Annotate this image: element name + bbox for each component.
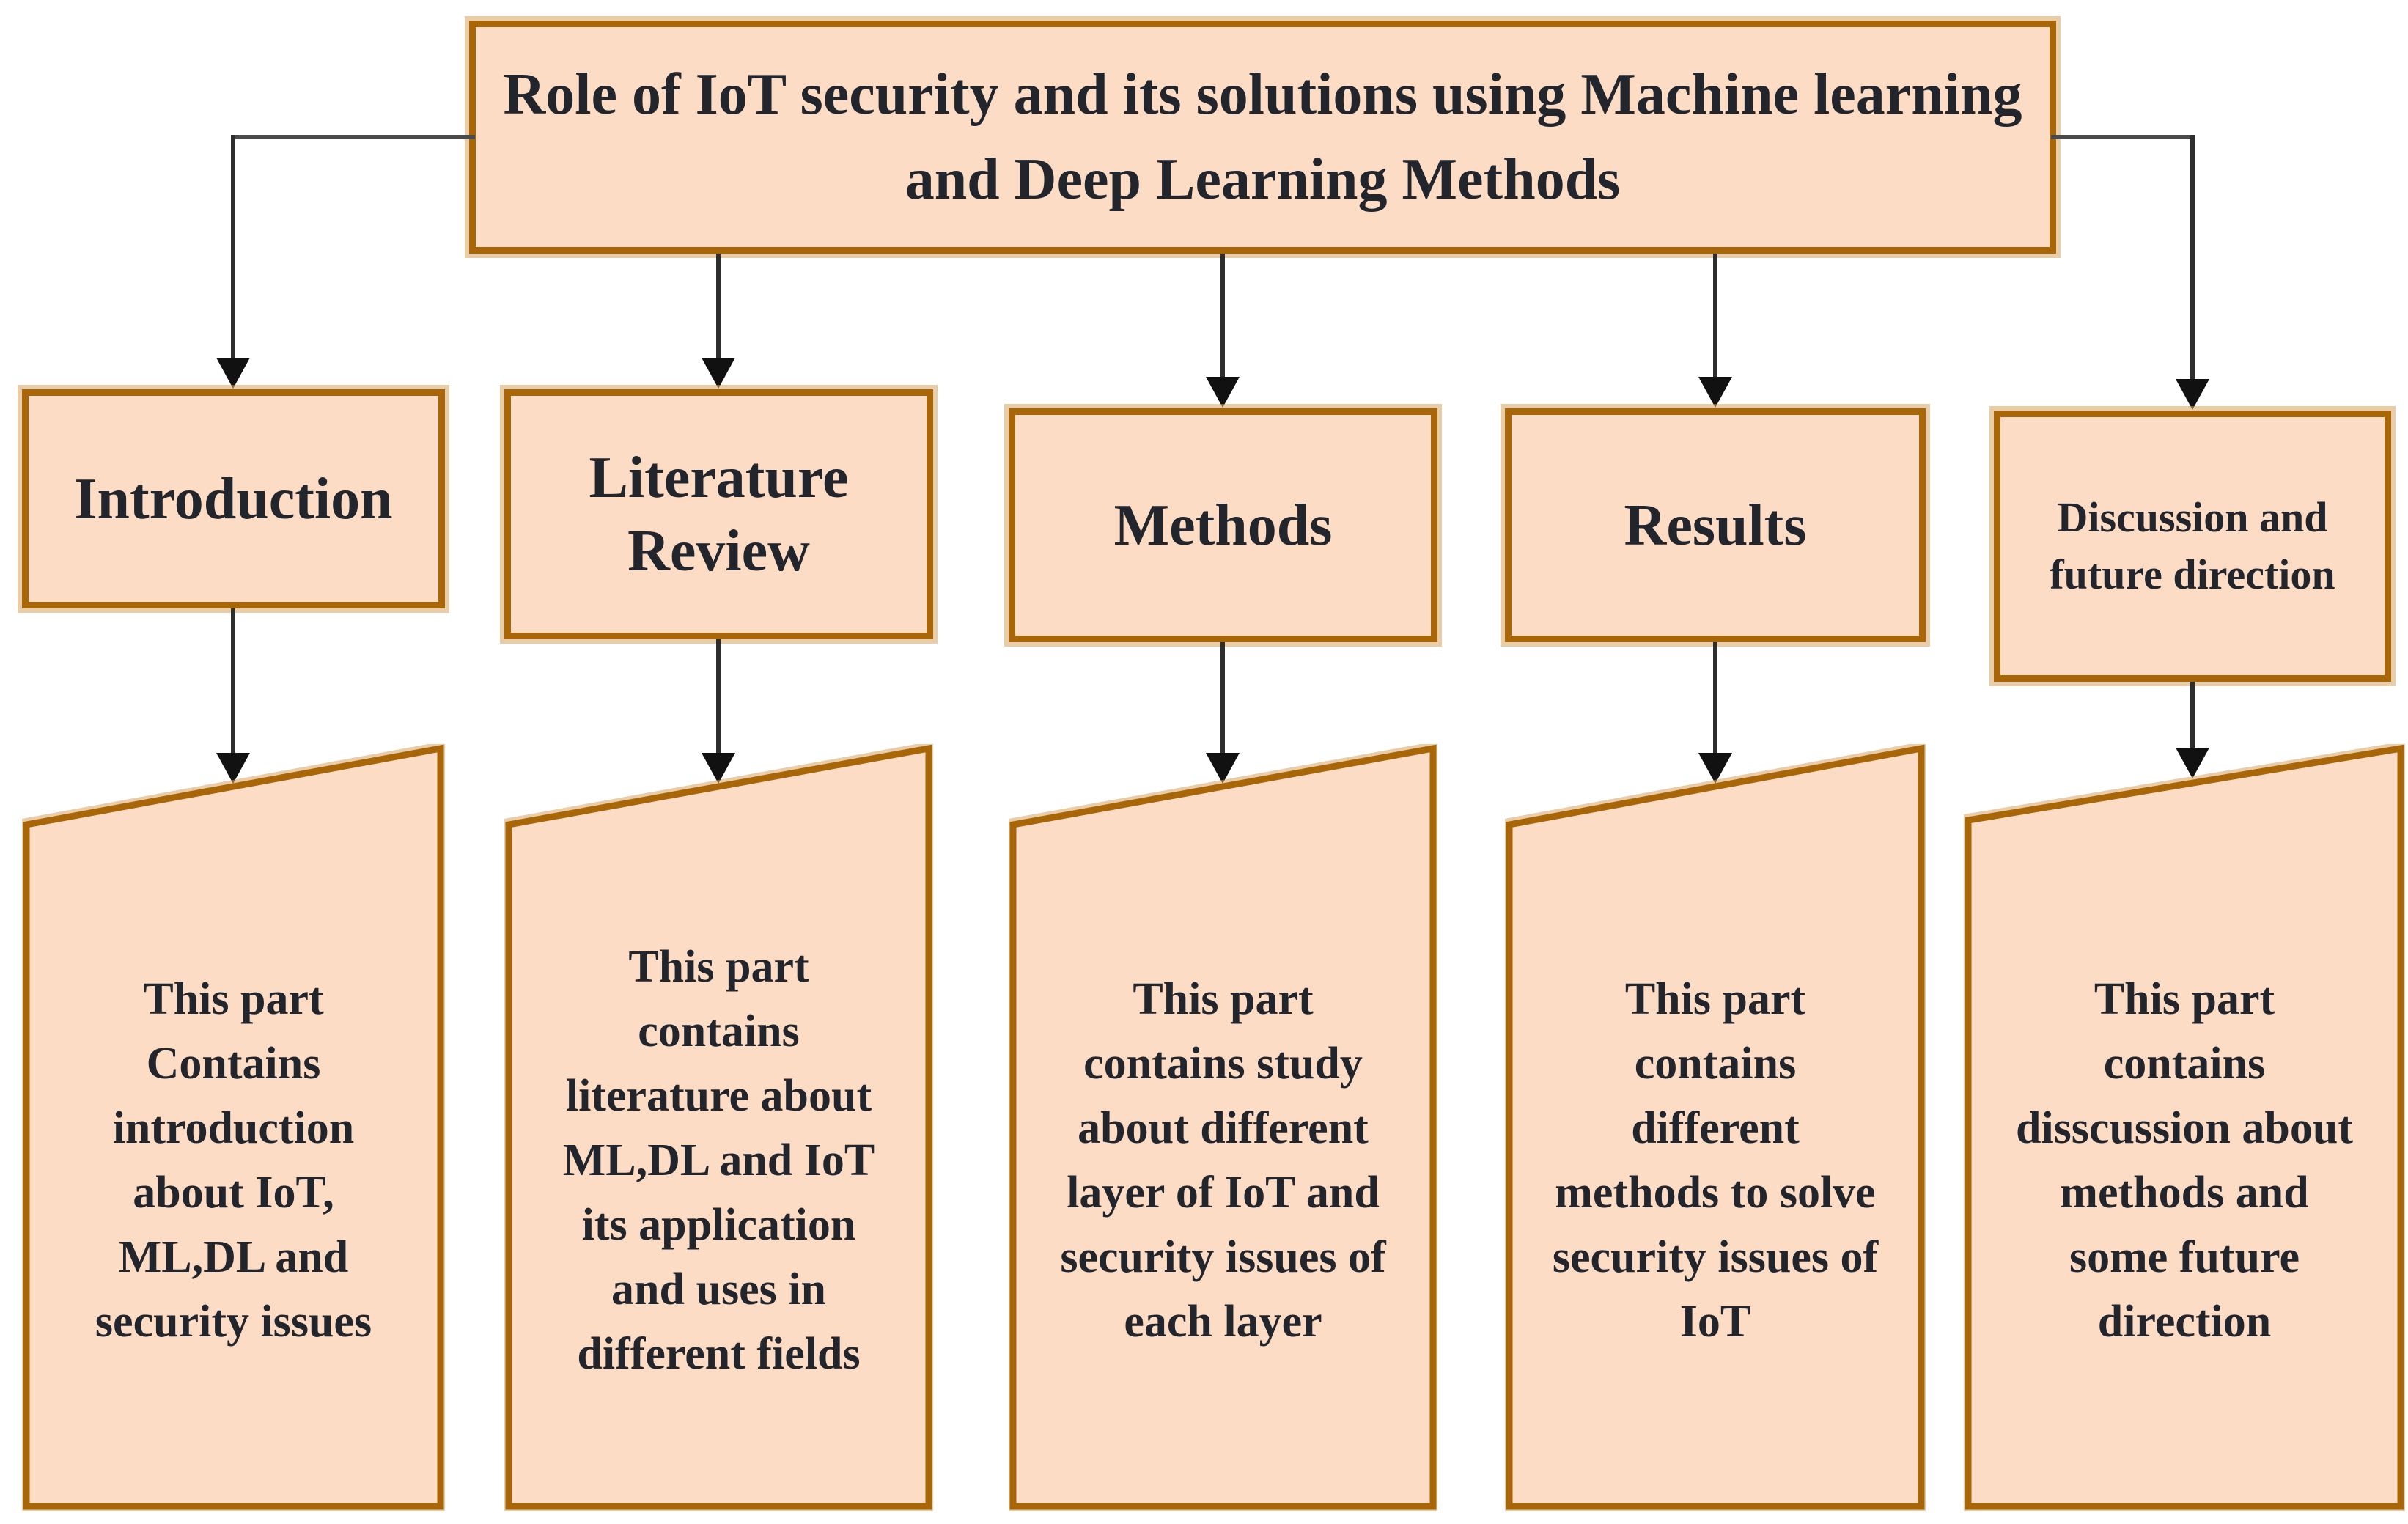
connector-discussion-to-card-vline (2190, 682, 2195, 749)
arrowhead-down-icon (702, 358, 735, 389)
connector-introduction-to-card-vline (231, 608, 235, 755)
node-literature-review: Literature Review (504, 389, 933, 639)
card-shape (22, 744, 445, 1511)
card-methods-description: This part contains study about different… (1060, 973, 1386, 1347)
node-discussion: Discussion and future direction (1994, 411, 2391, 682)
node-root: Role of IoT security and its solutions u… (469, 21, 2056, 254)
node-results: Results (1505, 408, 1926, 642)
card-shape (504, 744, 933, 1511)
card-shape (1009, 744, 1437, 1511)
arrowhead-down-icon (2176, 379, 2209, 410)
node-introduction: Introduction (22, 389, 445, 608)
node-introduction-label: Introduction (74, 466, 393, 531)
node-literature-review-label: Literature Review (589, 445, 849, 584)
connector-methods-to-card-vline (1220, 642, 1225, 755)
card-introduction: This part Contains introduction about Io… (22, 744, 445, 1511)
connector-root-to-literature-review-vline (716, 254, 721, 359)
card-shape (1964, 744, 2405, 1511)
card-literature-review: This part contains literature about ML,D… (504, 744, 933, 1511)
connector-root-to-introduction-vline (231, 135, 235, 359)
node-results-label: Results (1624, 493, 1807, 558)
node-methods-label: Methods (1113, 493, 1333, 558)
connector-root-to-methods-vline (1220, 254, 1225, 378)
card-introduction-description: This part Contains introduction about Io… (95, 973, 372, 1347)
card-methods: This part contains study about different… (1009, 744, 1437, 1511)
connector-root-to-discussion-vline (2190, 135, 2195, 380)
card-results-description: This part contains different methods to … (1552, 973, 1879, 1347)
connector-root-to-introduction-hline (232, 135, 475, 139)
arrowhead-down-icon (2176, 748, 2209, 778)
card-literature-review-description: This part contains literature about ML,D… (562, 941, 875, 1380)
arrowhead-down-icon (1698, 377, 1732, 408)
connector-literature-review-to-card-vline (716, 639, 721, 755)
arrowhead-down-icon (216, 358, 250, 389)
node-discussion-label: Discussion and future direction (2050, 493, 2335, 598)
connector-results-to-card-vline (1713, 642, 1717, 755)
node-methods: Methods (1009, 408, 1437, 642)
node-root-label: Role of IoT security and its solutions u… (503, 62, 2022, 212)
card-shape (1505, 744, 1926, 1511)
card-discussion: This part contains disscussion about met… (1964, 744, 2405, 1511)
card-results: This part contains different methods to … (1505, 744, 1926, 1511)
connector-root-to-discussion-hline (2051, 135, 2195, 139)
arrowhead-down-icon (1206, 377, 1240, 408)
card-discussion-description: This part contains disscussion about met… (2015, 973, 2354, 1347)
connector-root-to-results-vline (1713, 254, 1717, 378)
